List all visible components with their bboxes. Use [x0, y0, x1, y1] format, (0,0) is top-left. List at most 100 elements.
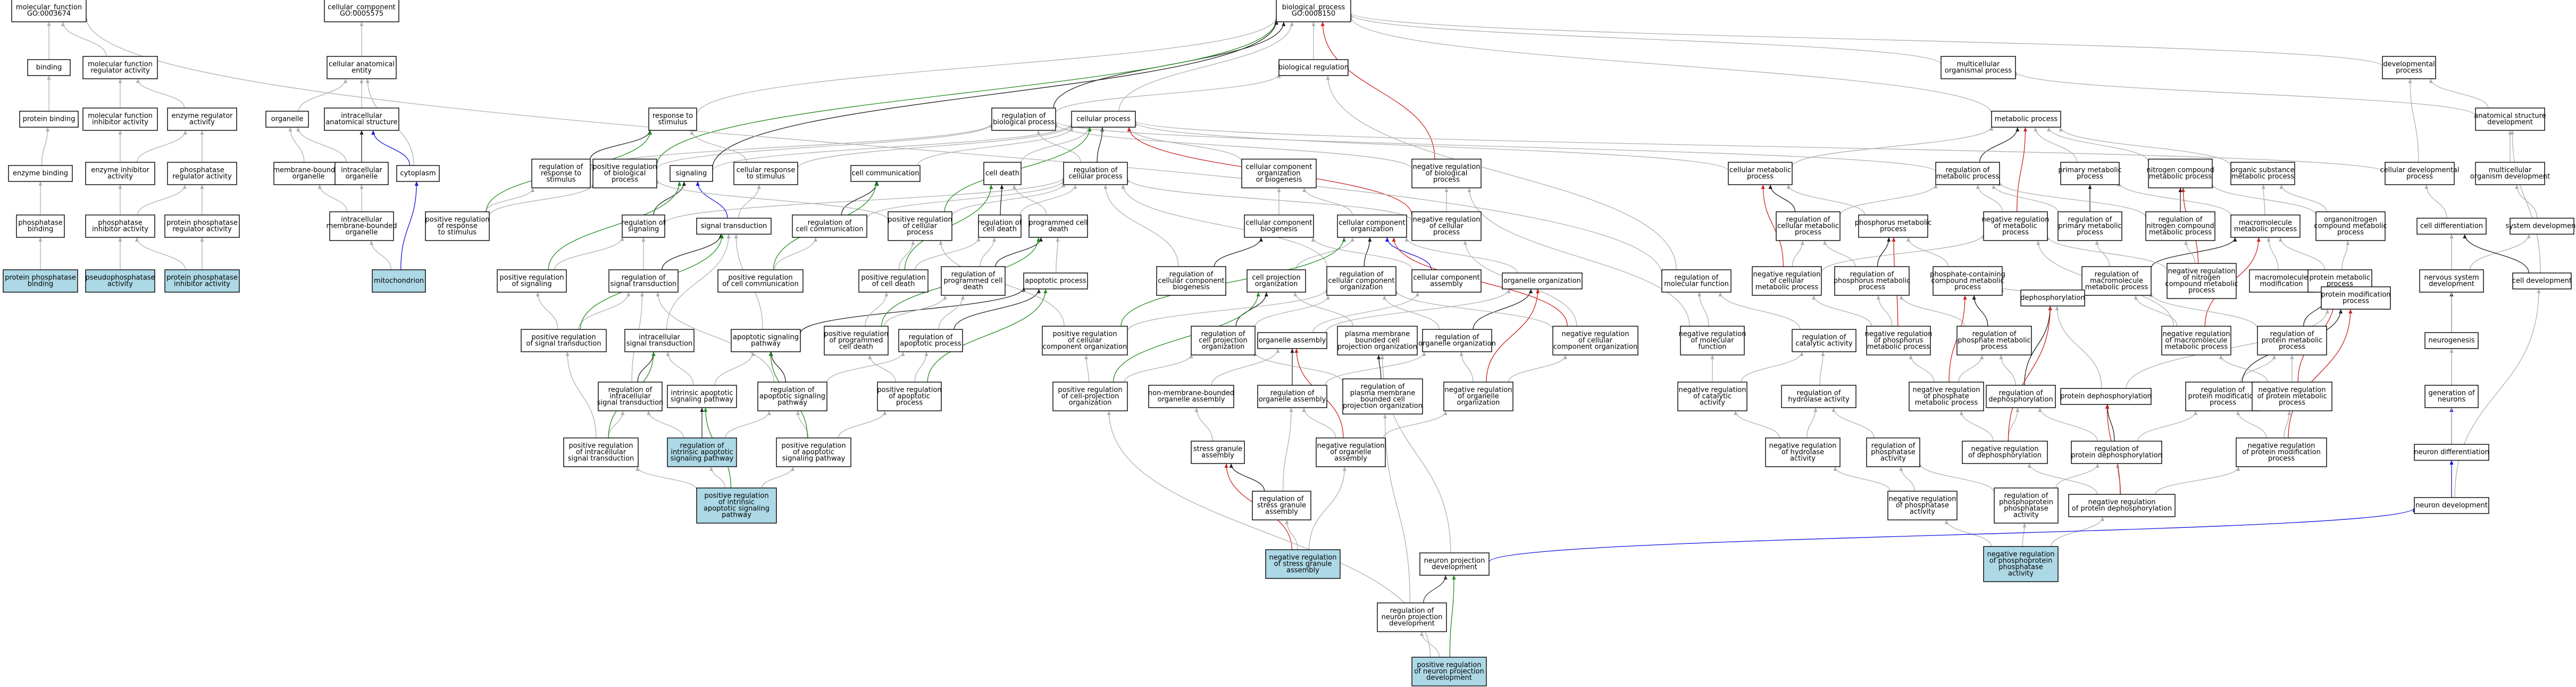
- go-term-node-enzbind[interactable]: enzyme binding: [8, 165, 73, 182]
- go-term-node-bioreg[interactable]: biological regulation: [1278, 59, 1349, 76]
- go-term-node-protdephos[interactable]: protein dephosphorylation: [2060, 388, 2152, 405]
- go-term-node-mito[interactable]: mitochondrion: [372, 269, 426, 293]
- go-term-node-cellproc[interactable]: cellular process: [1071, 111, 1136, 128]
- go-term-node-apop[interactable]: apoptotic process: [1023, 272, 1088, 289]
- go-term-node-binding[interactable]: binding: [27, 59, 71, 76]
- go-term-node-dephos[interactable]: dephosphorylation: [2020, 289, 2085, 307]
- go-term-node-neurdev[interactable]: neuron development: [2414, 497, 2489, 514]
- go-term-node-celldeath[interactable]: cell death: [983, 162, 1022, 185]
- go-term-node-signaling[interactable]: signaling: [670, 165, 713, 182]
- go-term-node-celldiff[interactable]: cell differentiation: [2416, 218, 2487, 235]
- go-term-node-celldev[interactable]: cell development: [2512, 272, 2572, 289]
- go-term-node-orgorg[interactable]: organelle organization: [1502, 272, 1583, 289]
- go-term-node-neurogen[interactable]: neurogenesis: [2424, 332, 2479, 349]
- go-term-node-orgassembly[interactable]: organelle assembly: [1257, 332, 1327, 349]
- go-term-node-protbind[interactable]: protein binding: [19, 111, 79, 128]
- go-term-node-cytoplasm[interactable]: cytoplasm: [396, 165, 440, 182]
- go-term-node-sigtrans[interactable]: signal transduction: [696, 218, 772, 235]
